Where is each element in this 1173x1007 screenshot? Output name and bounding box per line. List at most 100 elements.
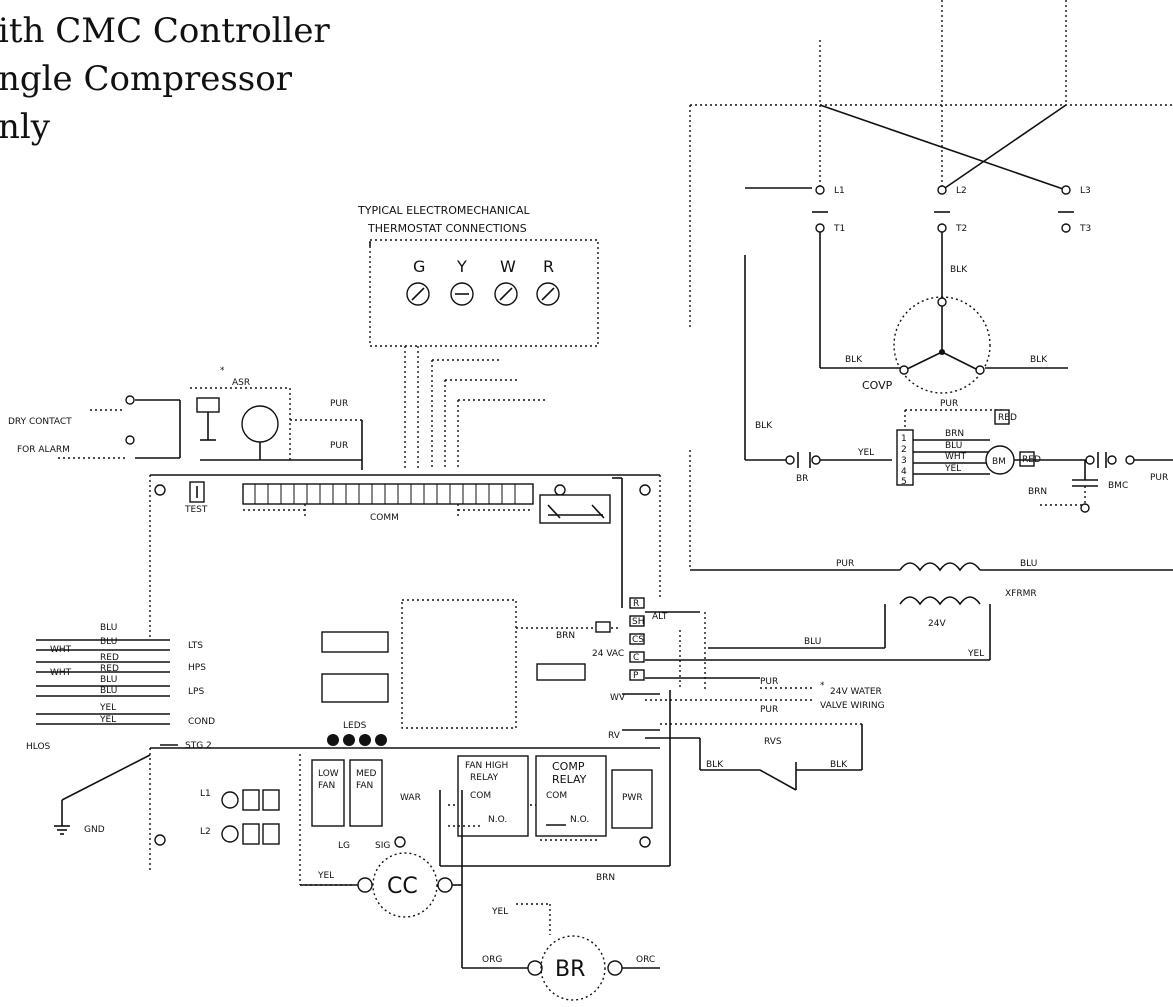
svg-text:N.O.: N.O. xyxy=(570,815,589,825)
t-red-box-2 xyxy=(1019,451,1035,467)
comp-relay xyxy=(535,755,607,837)
label-brn-board: BRN xyxy=(556,631,575,641)
transformer: PUR BLU XFRMR 24V BLU YEL PUR PUR * 24V … xyxy=(645,450,1173,715)
label-test: TEST xyxy=(184,505,208,515)
svg-text:RELAY: RELAY xyxy=(470,773,499,783)
label-covp: COVP xyxy=(862,379,893,392)
svg-text:PWR: PWR xyxy=(622,793,643,803)
thermostat-box xyxy=(369,239,599,347)
dip-switch-b[interactable] xyxy=(321,673,389,703)
label-l2-lo: L2 xyxy=(200,827,211,837)
med-fan-terminal xyxy=(349,759,383,827)
label-brn-bmc: BRN xyxy=(1028,487,1047,497)
svg-text:YEL: YEL xyxy=(491,907,508,917)
label-brn-bm: BRN xyxy=(945,429,964,439)
svg-text:XFRMR: XFRMR xyxy=(1005,589,1037,599)
led-1-icon xyxy=(327,734,339,746)
led-3-icon xyxy=(359,734,371,746)
label-blk-motor: BLK xyxy=(950,265,968,275)
label-leds: LEDS xyxy=(343,721,367,731)
t-red-box xyxy=(994,409,1010,425)
label-t1: T1 xyxy=(833,224,845,234)
pin-header xyxy=(536,663,586,681)
svg-text:STG 2: STG 2 xyxy=(185,741,212,751)
svg-text:YEL: YEL xyxy=(967,649,984,659)
thermostat-section: TYPICAL ELECTROMECHANICAL THERMOSTAT CON… xyxy=(357,204,599,470)
svg-text:BLU: BLU xyxy=(100,675,117,685)
terminal-g: G xyxy=(413,257,425,276)
label-comm: COMM xyxy=(370,513,399,523)
pin-3: 3 xyxy=(901,456,907,466)
svg-text:COMP: COMP xyxy=(552,760,585,773)
thermostat-heading-2: THERMOSTAT CONNECTIONS xyxy=(367,222,527,235)
svg-text:BLU: BLU xyxy=(100,637,117,647)
svg-text:CS: CS xyxy=(632,635,644,645)
svg-text:HPS: HPS xyxy=(188,663,206,673)
dip-switch-a[interactable] xyxy=(321,631,389,653)
label-pur-bm: PUR xyxy=(940,399,958,409)
label-brn-bottom: BRN xyxy=(596,873,615,883)
label-blu-bm: BLU xyxy=(945,441,962,451)
label-dry-contact: DRY CONTACT xyxy=(8,417,72,427)
label-ylw-in: YEL xyxy=(857,448,874,458)
terminal-r: R xyxy=(543,257,554,276)
label-pur-top: PUR xyxy=(330,399,348,409)
pin-1: 1 xyxy=(901,434,907,444)
svg-text:YEL: YEL xyxy=(99,715,116,725)
label-t-red: RED xyxy=(998,413,1017,423)
svg-text:*: * xyxy=(820,681,825,691)
rvs-section: RVS BLK BLK xyxy=(645,723,863,791)
power-section: L1 L2 L3 T1 T2 T3 BLK BLK BLK COVP xyxy=(689,0,1173,513)
svg-text:COND: COND xyxy=(188,717,215,727)
label-gnd: GND xyxy=(84,825,105,835)
svg-text:BLU: BLU xyxy=(1020,559,1037,569)
svg-text:COM: COM xyxy=(546,791,567,801)
svg-text:MED: MED xyxy=(356,769,376,779)
label-blk-right: BLK xyxy=(1030,355,1048,365)
svg-text:PUR: PUR xyxy=(760,705,778,715)
low-fan-terminal xyxy=(311,759,345,827)
label-asterisk: * xyxy=(220,366,225,376)
pwr-terminal xyxy=(611,769,653,829)
label-l1: L1 xyxy=(834,186,845,196)
title-line-3: nly xyxy=(0,107,51,147)
comm-terminal-strip xyxy=(242,483,534,505)
compressor-cc: YEL CC xyxy=(300,790,463,968)
compressor-motor-symbol xyxy=(893,296,991,394)
svg-text:N.O.: N.O. xyxy=(488,815,507,825)
label-alt: ALT xyxy=(652,612,668,622)
svg-text:PUR: PUR xyxy=(760,677,778,687)
svg-text:BLK: BLK xyxy=(830,760,848,770)
label-bmc: BMC xyxy=(1108,481,1128,491)
svg-text:SH: SH xyxy=(632,617,644,627)
label-pur-bmc: PUR xyxy=(1150,473,1168,483)
thermostat-heading-1: TYPICAL ELECTROMECHANICAL xyxy=(357,204,530,217)
label-water-valve-1: 24V WATER xyxy=(830,687,882,697)
svg-text:BLK: BLK xyxy=(706,760,724,770)
svg-text:YEL: YEL xyxy=(317,871,334,881)
title-line-2: ngle Compressor xyxy=(0,59,293,99)
terminal-w: W xyxy=(500,257,516,276)
svg-text:COM: COM xyxy=(470,791,491,801)
led-4-icon xyxy=(375,734,387,746)
title-line-1: ith CMC Controller xyxy=(0,11,331,51)
terminal-y: Y xyxy=(456,257,467,276)
label-blk-left: BLK xyxy=(845,355,863,365)
switch-terminals: R SH CS C P xyxy=(629,597,645,681)
label-war: WAR xyxy=(400,793,421,803)
label-lg: LG xyxy=(338,841,350,851)
label-l1-lo: L1 xyxy=(200,789,211,799)
cc-label: CC xyxy=(387,874,418,899)
blower-motor-symbol: BM xyxy=(985,445,1015,475)
label-t2: T2 xyxy=(955,224,967,234)
svg-text:RED: RED xyxy=(100,664,119,674)
svg-text:BLU: BLU xyxy=(100,686,117,696)
svg-text:C: C xyxy=(633,653,639,663)
label-water-valve-2: VALVE WIRING xyxy=(820,701,885,711)
microprocessor-area xyxy=(401,599,517,729)
svg-text:BLU: BLU xyxy=(100,623,117,633)
pin-2: 2 xyxy=(901,445,907,455)
svg-text:BLU: BLU xyxy=(804,637,821,647)
safety-switches: BLU BLU LTS RED RED HPS BLU BLU LPS YEL … xyxy=(26,600,215,835)
